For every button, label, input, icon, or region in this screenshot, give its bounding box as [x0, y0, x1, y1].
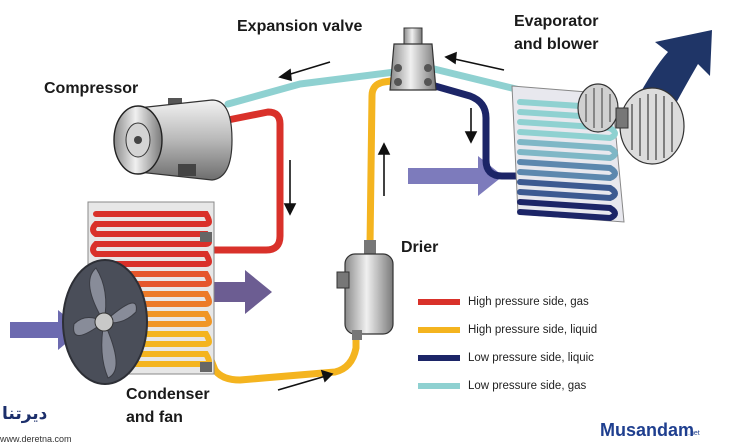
legend-swatch-high-liquid: [418, 327, 460, 333]
flow-direction-arrows: [277, 51, 505, 391]
evaporator-label: Evaporator: [514, 13, 599, 30]
legend-item: High pressure side, gas: [418, 294, 589, 310]
legend-label: Low pressure side, gas: [468, 380, 587, 392]
condenser: [87, 201, 215, 377]
legend-swatch-high-gas: [418, 299, 460, 305]
evaporator-coil-tube: [517, 179, 618, 202]
expansion-valve-label: Expansion valve: [237, 18, 363, 35]
legend-label: High pressure side, liquid: [468, 324, 598, 336]
drier: [336, 240, 394, 340]
drier-label: Drier: [401, 239, 439, 256]
watermark-logo-right: Musandam: [600, 420, 695, 440]
high-pressure-liquid-riser: [366, 76, 402, 249]
high-pressure-liquid-line: [201, 326, 360, 384]
legend-label: High pressure side, gas: [468, 296, 589, 308]
blower: [577, 83, 685, 165]
condenser-fan: [62, 259, 148, 385]
legend-swatch-low-liquid: [418, 355, 460, 361]
legend-item: Low pressure side, liquic: [418, 350, 594, 366]
watermark-url-left: www.deretna.com: [0, 434, 72, 444]
expansion-valve: [389, 27, 437, 91]
airflow-into-evaporator-arrow: [408, 156, 503, 196]
evaporator-coil-tube: [517, 139, 618, 162]
condenser-label: Condenser: [126, 386, 210, 403]
legend-swatch-low-gas: [418, 383, 460, 389]
airflow-out-condenser-arrow: [205, 270, 272, 314]
condenser-coil-tube: [90, 211, 212, 237]
watermark-logo-left: دیرتنا: [2, 404, 48, 423]
legend-item: High pressure side, liquid: [418, 322, 597, 338]
compressor-label: Compressor: [44, 80, 139, 97]
fan-label: and fan: [126, 409, 183, 426]
evaporator-coil-tube: [517, 199, 618, 222]
compressor: [113, 98, 233, 181]
evaporator-coil-tube: [517, 159, 618, 182]
low-pressure-liquid-line: [424, 80, 524, 180]
watermark-suffix-right: .net: [688, 430, 700, 437]
legend-item: Low pressure side, gas: [418, 378, 586, 394]
legend-label: Low pressure side, liquic: [468, 352, 594, 364]
high-pressure-gas-line: [202, 108, 284, 254]
blower-label: and blower: [514, 36, 599, 53]
